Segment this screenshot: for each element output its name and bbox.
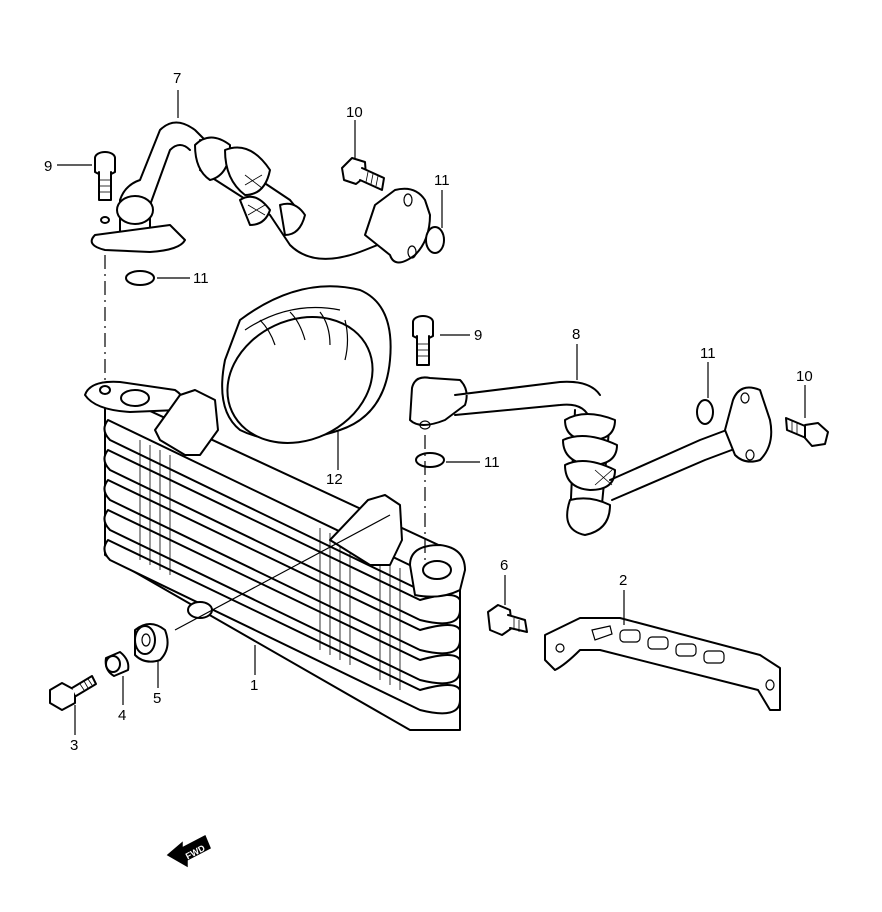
bolt-6	[487, 604, 528, 636]
bolt-9-lower	[412, 315, 434, 366]
callout-11-lower: 11	[484, 454, 500, 471]
oil-filter	[221, 285, 392, 444]
callout-7: 7	[173, 70, 181, 87]
callout-9-lower: 9	[474, 327, 482, 344]
cooler-fins	[103, 419, 461, 715]
bolt-10-upper	[341, 157, 385, 191]
oil-cooler-core	[84, 380, 466, 731]
callout-11-top-left: 11	[193, 270, 209, 287]
hose-mesh-upper	[244, 174, 266, 216]
o-ring-11-mid-right	[696, 399, 714, 425]
oil-hose-upper	[90, 121, 431, 264]
callout-10-upper: 10	[346, 104, 363, 121]
callout-11-mid-right: 11	[700, 345, 716, 362]
collar-4	[104, 651, 130, 677]
callout-3: 3	[70, 737, 78, 754]
callout-6: 6	[500, 557, 508, 574]
callout-4: 4	[118, 707, 126, 724]
o-ring-11-top-left	[125, 270, 155, 286]
oil-hose-lower	[409, 376, 773, 536]
callout-2: 2	[619, 572, 627, 589]
bolt-3	[49, 675, 97, 711]
callout-8: 8	[572, 326, 580, 343]
bolt-10-lower	[785, 417, 829, 447]
callout-11-top-right: 11	[434, 172, 450, 189]
callout-12: 12	[326, 471, 343, 488]
callout-5: 5	[153, 690, 161, 707]
o-ring-11-top-right	[425, 226, 445, 254]
bolt-9-upper	[94, 151, 116, 201]
hose-mesh-lower	[594, 469, 613, 486]
grommet-5	[134, 623, 169, 663]
mounting-bracket	[544, 617, 781, 711]
fwd-arrow-icon: FWD	[166, 834, 211, 868]
o-ring-11-lower	[415, 452, 445, 468]
fin-hatching	[139, 440, 401, 690]
mount-axis-line	[174, 514, 391, 631]
callout-10-lower: 10	[796, 368, 813, 385]
callout-9-upper: 9	[44, 158, 52, 175]
callout-1: 1	[250, 677, 258, 694]
